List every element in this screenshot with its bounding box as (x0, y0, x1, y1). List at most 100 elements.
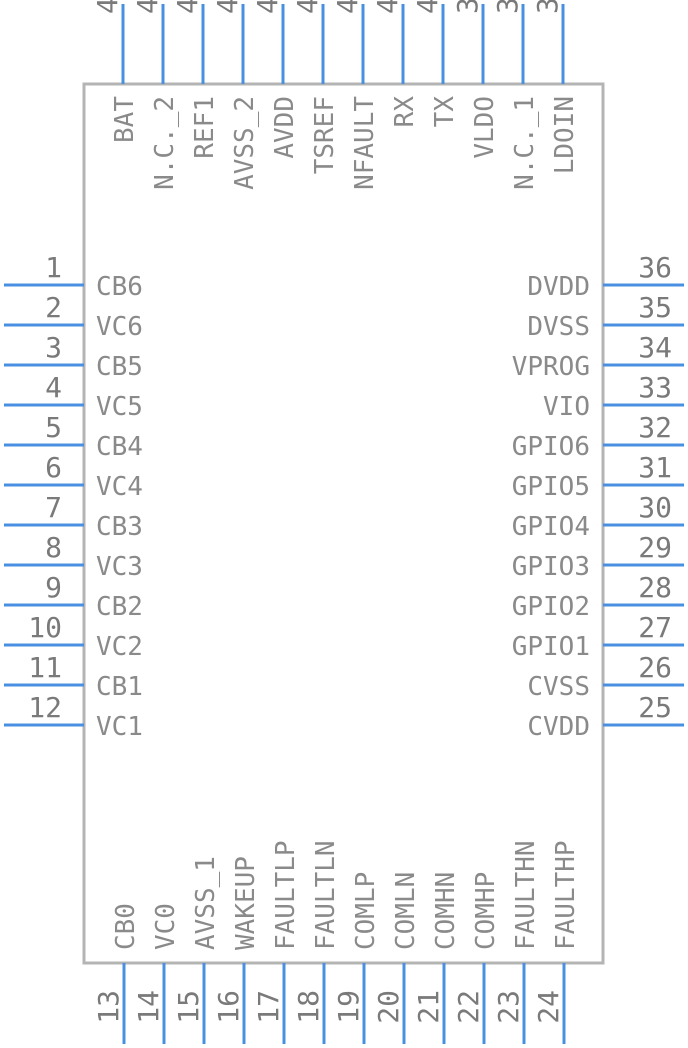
pin-17: 17 FAULTLP (252, 840, 301, 1044)
pin-number: 12 (28, 691, 62, 724)
pin-46: 46REF1 (171, 0, 220, 159)
pin-name: DVSS (527, 312, 590, 342)
pin-number: 9 (45, 571, 62, 604)
pin-name: FAULTHP (551, 840, 581, 950)
pin-name: VPROG (512, 352, 590, 382)
pin-name: CB1 (96, 672, 143, 702)
pin-number: 7 (45, 491, 62, 524)
pin-number: 47 (131, 0, 164, 14)
pin-number: 32 (638, 411, 672, 444)
pin-number: 42 (331, 0, 364, 14)
pin-number: 15 (172, 990, 205, 1024)
pin-number: 31 (638, 451, 672, 484)
pin-37: 37LDOIN (531, 0, 580, 174)
pin-name: VC2 (96, 632, 143, 662)
pin-name: GPIO6 (512, 432, 590, 462)
pin-number: 17 (252, 990, 285, 1024)
pin-number: 5 (45, 411, 62, 444)
pin-number: 34 (638, 331, 672, 364)
pin-number: 18 (292, 990, 325, 1024)
pin-number: 14 (132, 990, 165, 1024)
pin-name: CB4 (96, 432, 143, 462)
pin-name: CB0 (111, 903, 141, 950)
pin-name: NFAULT (350, 96, 380, 190)
pin-43: 43TSREF (291, 0, 340, 174)
pin-number: 26 (638, 651, 672, 684)
pin-name: VC3 (96, 552, 143, 582)
pin-40: 40TX (411, 0, 460, 127)
pin-number: 23 (492, 990, 525, 1024)
pin-48: 48BAT (91, 0, 140, 143)
pin-number: 38 (491, 0, 524, 14)
pin-name: TX (430, 96, 460, 128)
pin-name: AVSS_1 (191, 856, 221, 950)
pin-name: COMLN (391, 872, 421, 950)
pin-number: 13 (92, 990, 125, 1024)
pin-name: VC4 (96, 472, 143, 502)
pin-number: 22 (452, 990, 485, 1024)
pin-name: N.C._2 (150, 96, 180, 190)
pin-44: 44AVDD (251, 0, 300, 159)
pin-name: GPIO4 (512, 512, 590, 542)
pin-name: AVDD (270, 96, 300, 159)
pin-47: 47N.C._2 (131, 0, 180, 190)
pin-name: GPIO3 (512, 552, 590, 582)
pin-name: GPIO2 (512, 592, 590, 622)
pin-number: 29 (638, 531, 672, 564)
pin-number: 25 (638, 691, 672, 724)
pin-number: 46 (171, 0, 204, 14)
pin-number: 24 (532, 990, 565, 1024)
pin-name: GPIO1 (512, 632, 590, 662)
pin-name: VC5 (96, 392, 143, 422)
pin-42: 42NFAULT (331, 0, 380, 190)
pin-number: 4 (45, 371, 62, 404)
pin-13: 13 CB0 (92, 903, 141, 1044)
pin-name: CB6 (96, 272, 143, 302)
pin-number: 8 (45, 531, 62, 564)
pin-38: 38N.C._1 (491, 0, 540, 190)
pin-number: 11 (28, 651, 62, 684)
pin-name: COMHN (431, 872, 461, 950)
pin-name: FAULTLP (271, 840, 301, 950)
pin-name: VC0 (151, 903, 181, 950)
pin-name: FAULTLN (311, 840, 341, 950)
pin-number: 1 (45, 251, 62, 284)
pin-number: 21 (412, 990, 445, 1024)
pin-number: 27 (638, 611, 672, 644)
pin-21: 21 COMHN (412, 872, 461, 1044)
pin-name: CVDD (527, 712, 590, 742)
pin-15: 15 AVSS_1 (172, 856, 221, 1044)
pin-name: VC6 (96, 312, 143, 342)
pin-name: LDOIN (550, 96, 580, 174)
pin-number: 39 (451, 0, 484, 14)
pin-name: CB3 (96, 512, 143, 542)
pin-number: 30 (638, 491, 672, 524)
pin-number: 33 (638, 371, 672, 404)
pin-number: 36 (638, 251, 672, 284)
pin-number: 35 (638, 291, 672, 324)
pin-number: 28 (638, 571, 672, 604)
